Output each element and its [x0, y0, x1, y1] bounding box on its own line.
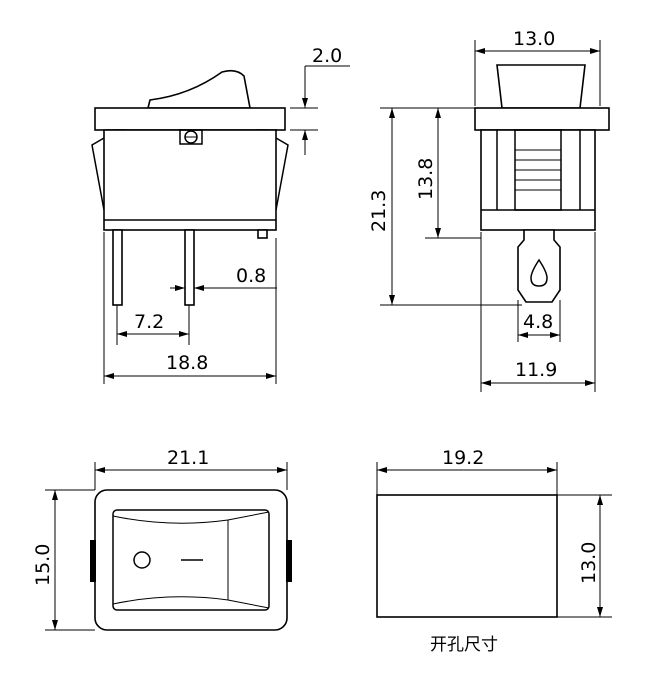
top-view [90, 489, 292, 631]
dim-text-pin-thickness: 0.8 [236, 265, 266, 287]
dim-frame-width: 21.1 [94, 447, 288, 490]
dim-text-body-height: 13.8 [415, 158, 437, 200]
front-terminal [517, 229, 561, 303]
cutout-caption: 开孔尺寸 [430, 635, 498, 655]
dim-pin-thickness: 0.8 [170, 265, 277, 291]
dim-body-height: 13.8 [415, 108, 481, 239]
front-view [474, 64, 610, 303]
dim-text-pin-spacing: 7.2 [134, 311, 164, 333]
dim-text-cutout-width: 19.2 [442, 447, 484, 469]
side-flange [94, 107, 286, 131]
side-clip-left [90, 540, 96, 582]
dim-body-width: 11.9 [480, 232, 596, 392]
side-body [103, 129, 277, 231]
rocker-actuator [146, 69, 251, 109]
dim-text-pin-width: 4.8 [523, 311, 553, 333]
front-flange [474, 107, 610, 131]
dim-cutout-width: 19.2 [376, 447, 558, 495]
panel-cutout [376, 494, 558, 618]
dim-pin-spacing: 7.2 [116, 305, 190, 345]
side-view [91, 69, 289, 306]
dim-text-frame-height: 15.0 [32, 544, 54, 586]
dim-frame-height: 15.0 [32, 489, 95, 631]
dim-text-top-width: 13.0 [513, 28, 555, 50]
dim-text-body-width: 11.9 [515, 359, 557, 381]
dim-pin-width: 4.8 [517, 300, 561, 342]
dim-cutout-height: 13.0 [557, 494, 612, 618]
terminal-left [112, 229, 123, 306]
dim-top-width: 13.0 [474, 28, 601, 106]
dim-text-height-offset: 2.0 [312, 45, 342, 67]
side-clip-right [286, 540, 292, 582]
dim-height-offset: 2.0 [290, 45, 350, 155]
dim-text-cutout-height: 13.0 [578, 542, 600, 584]
dim-total-height: 21.3 [368, 107, 522, 306]
dim-body-length: 18.8 [103, 232, 277, 384]
terminal-right [257, 229, 268, 239]
dim-text-total-height: 21.3 [368, 190, 390, 232]
off-symbol [133, 551, 151, 569]
front-actuator [496, 64, 586, 109]
rocker-outline [112, 509, 270, 611]
terminal-mid [184, 229, 195, 306]
dim-text-body-length: 18.8 [166, 352, 208, 374]
dim-text-frame-width: 21.1 [167, 447, 209, 469]
